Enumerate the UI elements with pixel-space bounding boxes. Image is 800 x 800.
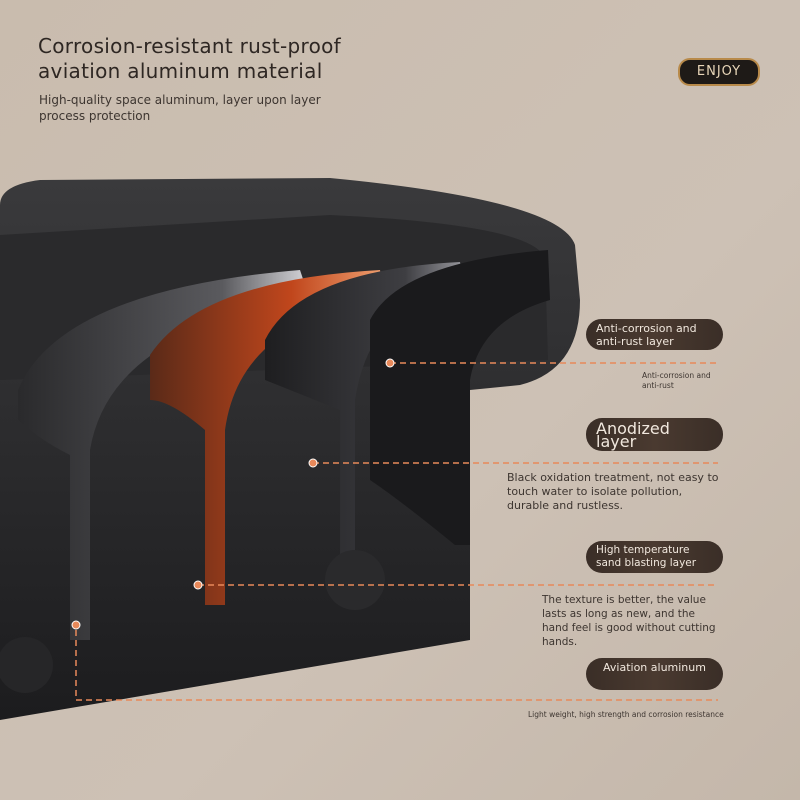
layer-desc-aviation-aluminum: Light weight, high strength and corrosio… [528,710,724,719]
layer-desc-anti-corrosion: Anti-corrosion and anti-rust [642,371,711,390]
subheadline: High-quality space aluminum, layer upon … [39,92,321,124]
headline-line: Corrosion-resistant rust-proof [38,34,342,58]
layer-label-sand-blasting: High temperature sand blasting layer [586,541,723,573]
layer-label-anti-corrosion: Anti-corrosion and anti-rust layer [586,319,723,350]
layer-desc-sand-blasting: The texture is better, the value lasts a… [542,594,716,648]
marker-dot [71,620,81,630]
marker-dot [308,458,318,468]
brand-badge: ENJOY [678,58,760,86]
subheadline-line: High-quality space aluminum, layer upon … [39,93,321,107]
subheadline-line: process protection [39,109,151,123]
layer-desc-anodized: Black oxidation treatment, not easy to t… [507,471,719,512]
marker-dot [385,358,395,368]
marker-dot [193,580,203,590]
headline-line: aviation aluminum material [38,59,323,83]
layer-label-aviation-aluminum: Aviation aluminum [586,658,723,690]
layer-label-anodized: Anodized layer [586,418,723,451]
